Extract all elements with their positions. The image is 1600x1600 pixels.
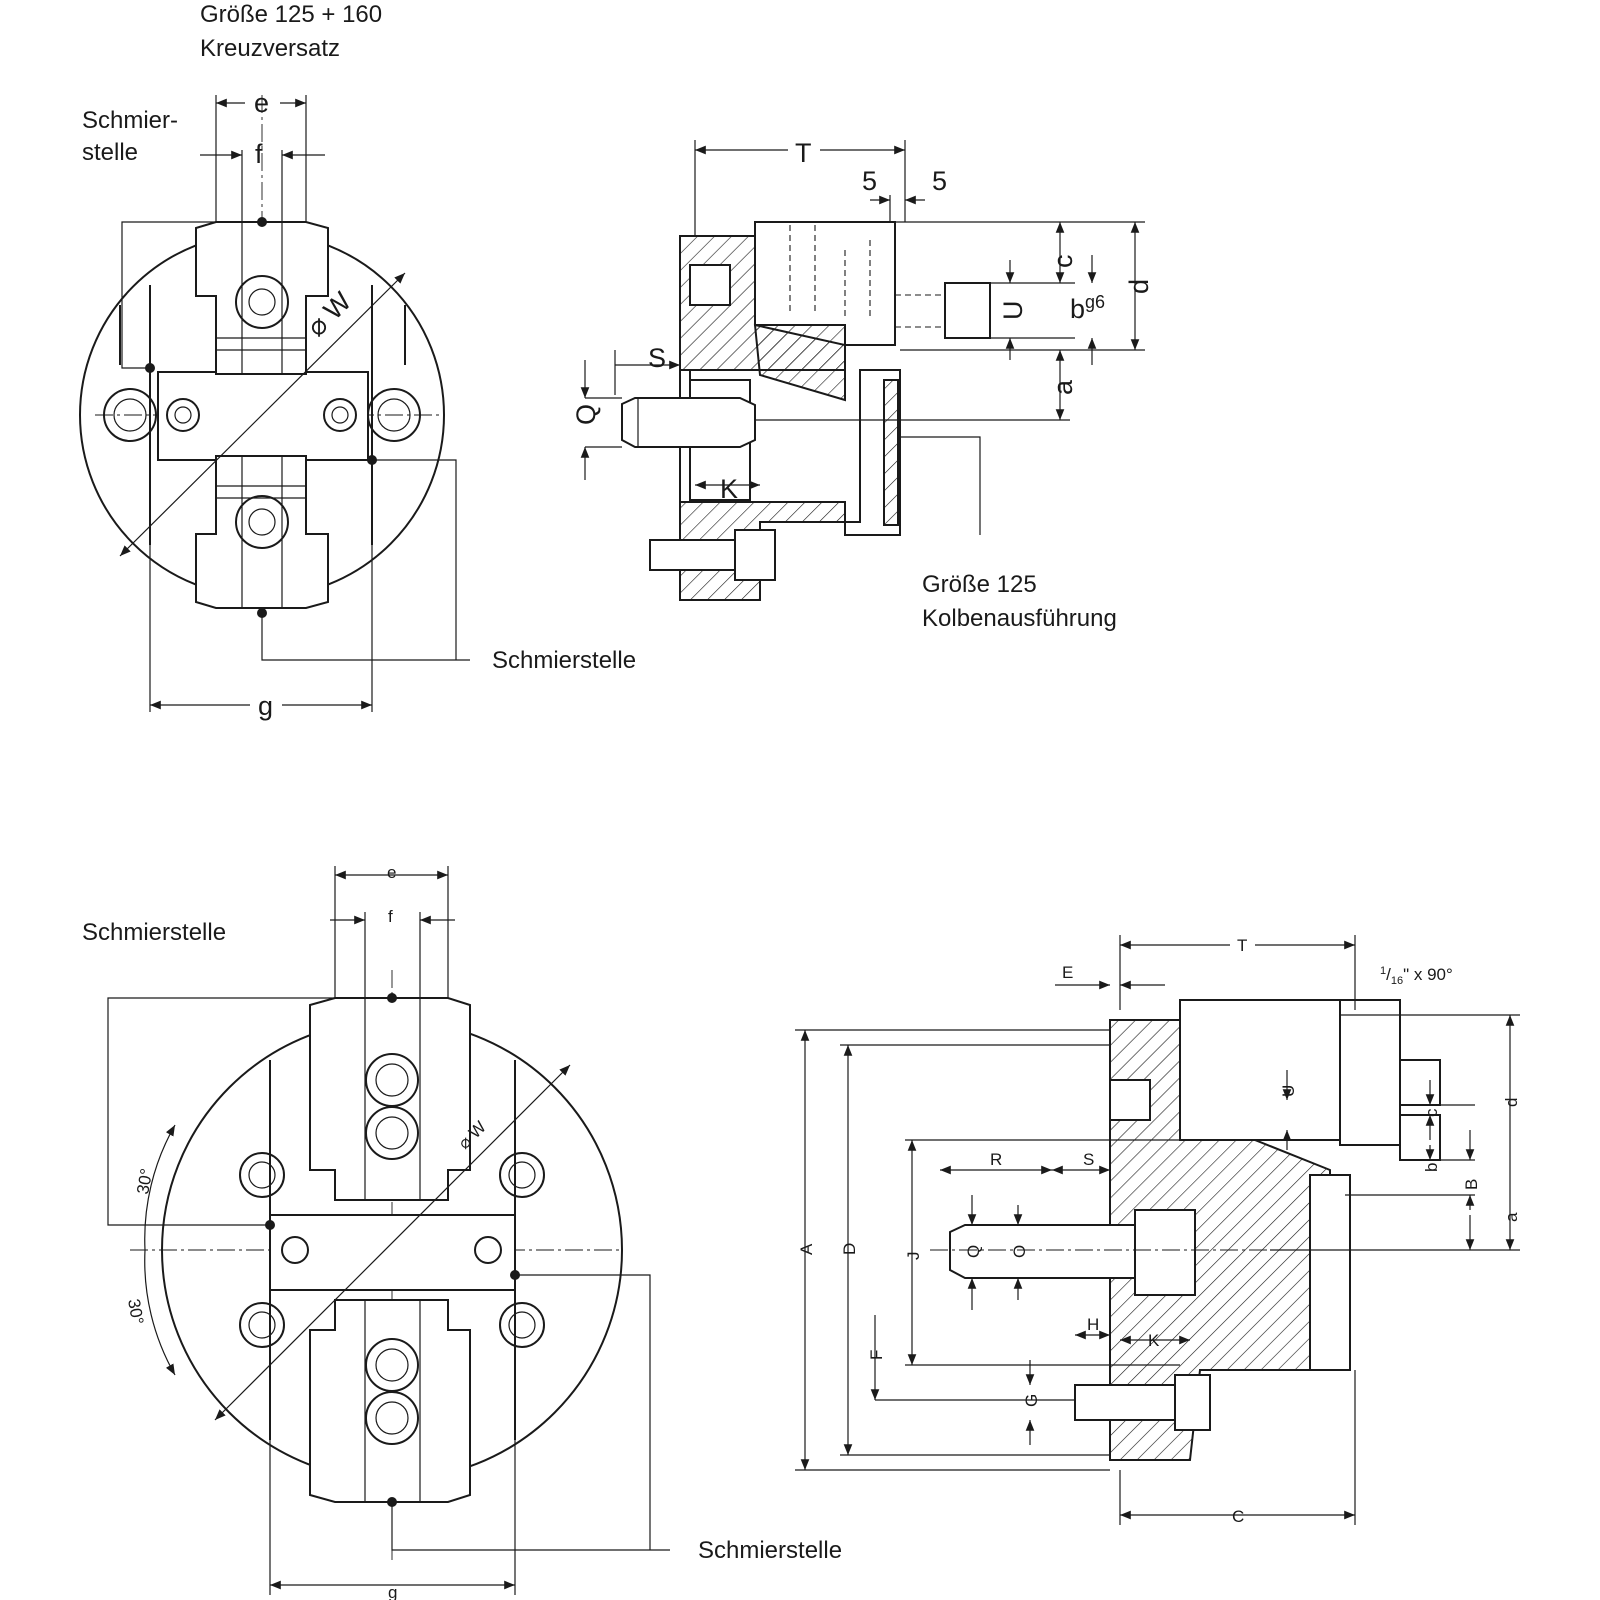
dim-f-label-lower: f [388,907,393,926]
body-section-lower [679,501,846,601]
dim-b-label-lower: b [1422,1163,1441,1172]
chamfer-note: 1/16" x 90° [1380,965,1453,987]
lube-point-bottom-label-lower: Schmierstelle [698,1537,842,1564]
wedge-hook [753,323,846,402]
dim-S-label-lower: S [1083,1150,1094,1169]
dim-F-label: F [867,1350,886,1360]
upper-jaw-lower-view [309,997,471,1201]
caption-piston: Kolbenausführung [922,605,1117,632]
mounting-stud [621,397,756,448]
lube-leader-left-lower [107,997,392,1226]
dim-g-label-lower: g [388,1583,397,1600]
dim-w-line [119,272,406,557]
upper-jaw [195,221,329,375]
dim-U-label-lower: U [1279,1085,1298,1097]
jaw-screw-2 [1399,1114,1441,1161]
lower-bolt [1074,1384,1176,1421]
dim-a-label-lower: a [1502,1212,1521,1222]
angle-lower-label: 30° [124,1297,147,1326]
dim-d-label: d [1124,279,1154,294]
dim-e-label: e [254,88,269,118]
dim-d-label-lower: d [1502,1098,1521,1107]
caption-size: Größe 125 + 160 [200,1,382,28]
dim-5-left-label: 5 [862,166,877,196]
dim-K-label-lower: K [1148,1331,1160,1350]
dim-D-label: D [840,1243,859,1255]
caption-size-125: Größe 125 [922,571,1037,598]
dim-R-label: R [990,1150,1002,1169]
dim-T-label: T [795,138,812,168]
cross-slide [157,371,369,461]
dim-C-label: C [1232,1507,1244,1526]
lower-jaw [195,455,329,609]
dim-G-label: G [1022,1394,1041,1407]
dim-Q-label-lower: Q [964,1245,983,1258]
jaw-block-lower-view [1179,999,1341,1141]
angle-arc-upper [144,1124,176,1251]
dim-K-label: K [720,474,738,504]
lube-point-label-line2: stelle [82,139,138,166]
dim-a-label: a [1048,379,1078,395]
lube-point-label-line1: Schmier- [82,107,178,134]
dim-S-label: S [648,343,666,373]
bottom-side-section: T E 1/16" x 90° A D J R S Q O F H K [795,935,1521,1526]
dim-U-label: U [998,301,1028,321]
jaw-screw-1 [1399,1059,1441,1106]
top-front-view: Größe 125 + 160 Kreuzversatz Schmier- st… [79,1,636,721]
dim-O-label: O [1010,1245,1029,1258]
dim-c-label: c [1048,255,1078,269]
upper-grub-screw [689,264,731,306]
jaw-screw-head [944,282,991,339]
dim-B-label: B [1462,1179,1481,1190]
dim-5-right-label: 5 [932,166,947,196]
dim-c-label-lower: c [1422,1108,1441,1117]
dim-A-label: A [797,1243,816,1255]
caption-offset: Kreuzversatz [200,35,340,62]
lube-point-bottom-label: Schmierstelle [492,647,636,674]
top-side-section: T 5 5 S Q K d c U bg6 a Größe 125 Kol [571,138,1154,632]
dim-g-label: g [258,691,273,721]
angle-arc-lower [144,1249,176,1376]
dim-E-label: E [1062,963,1073,982]
dim-T-label-lower: T [1237,936,1247,955]
dim-J-label: J [904,1252,923,1261]
piston-head [1134,1209,1196,1296]
mounting-bolt-head [734,529,776,581]
angle-upper-label: 30° [133,1167,156,1196]
dim-Q-label: Q [571,404,601,425]
size-leader [900,436,981,535]
bottom-front-view: Schmierstelle Sc [82,863,842,1600]
dim-H-label: H [1087,1315,1099,1334]
dim-b-label: bg6 [1070,292,1105,324]
mounting-bolt-shaft [649,539,736,571]
dim-f-label: f [255,139,263,169]
lube-point-left-label: Schmierstelle [82,919,226,946]
dim-e-label-lower: e [387,863,396,882]
lower-jaw-lower-view [309,1299,471,1503]
